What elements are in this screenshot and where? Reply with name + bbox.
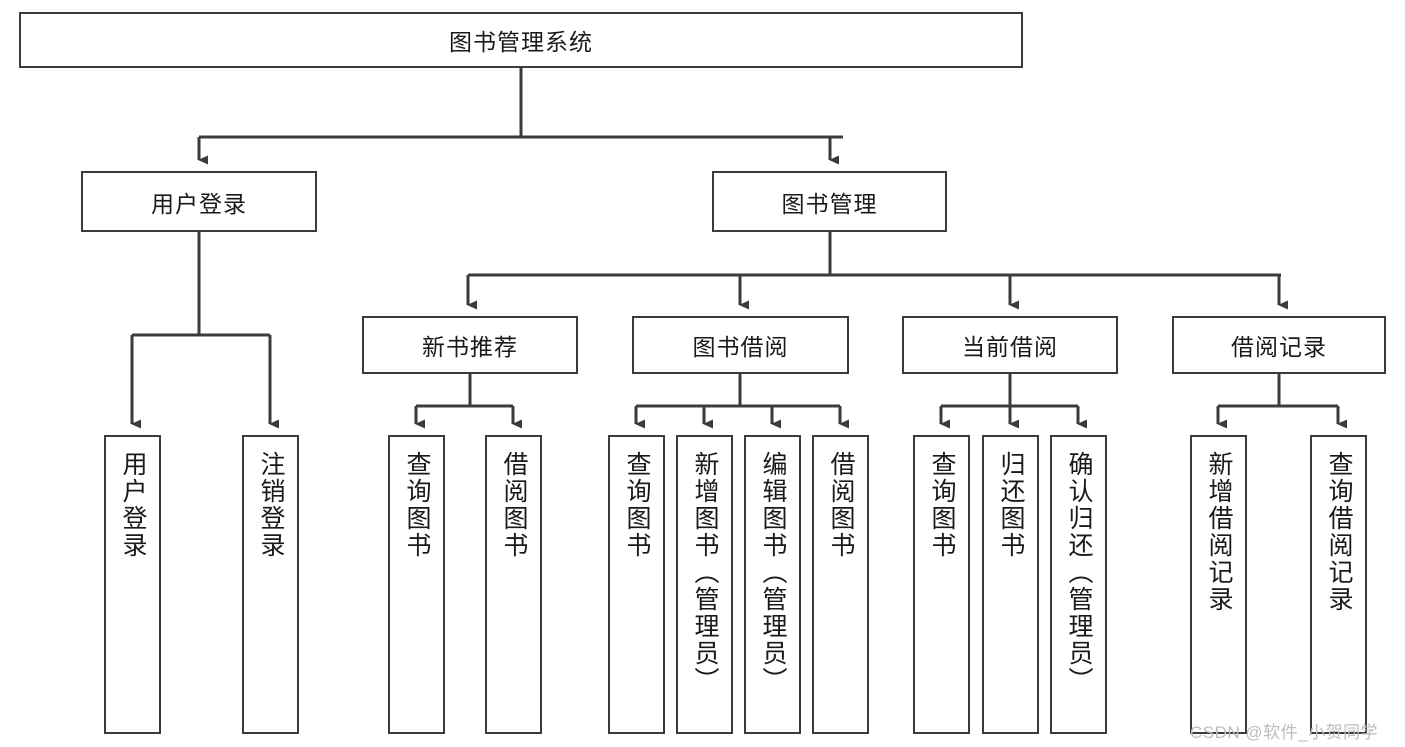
leaf-label: 借阅图书 (500, 451, 528, 559)
node-leaf-query-record[interactable]: 查询借阅记录 (1310, 435, 1367, 734)
leaf-label: 查询图书 (403, 451, 431, 559)
node-book-borrow[interactable]: 图书借阅 (632, 316, 849, 374)
leaf-label: 查询借阅记录 (1325, 451, 1353, 613)
leaf-label: 新增借阅记录 (1205, 451, 1233, 613)
leaf-label: 归还图书 (997, 451, 1025, 559)
leaf-label: 用户登录 (119, 451, 147, 559)
node-leaf-add-book[interactable]: 新增图书（管理员） (676, 435, 733, 734)
node-leaf-query-book-3[interactable]: 查询图书 (913, 435, 970, 734)
leaf-label: 注销登录 (257, 451, 285, 559)
node-root[interactable]: 图书管理系统 (19, 12, 1023, 68)
node-leaf-return-book[interactable]: 归还图书 (982, 435, 1039, 734)
node-user-login[interactable]: 用户登录 (81, 171, 317, 232)
node-book-manage[interactable]: 图书管理 (712, 171, 947, 232)
watermark-text: CSDN @软件_小贺同学 (1190, 723, 1379, 742)
node-leaf-query-book-1[interactable]: 查询图书 (388, 435, 445, 734)
node-leaf-borrow-book-2[interactable]: 借阅图书 (812, 435, 869, 734)
node-leaf-borrow-book-1[interactable]: 借阅图书 (485, 435, 542, 734)
node-current-borrow[interactable]: 当前借阅 (902, 316, 1118, 374)
node-leaf-user-logout[interactable]: 注销登录 (242, 435, 299, 734)
node-leaf-user-login[interactable]: 用户登录 (104, 435, 161, 734)
node-leaf-query-book-2[interactable]: 查询图书 (608, 435, 665, 734)
node-leaf-add-record[interactable]: 新增借阅记录 (1190, 435, 1247, 734)
node-leaf-confirm-return[interactable]: 确认归还（管理员） (1050, 435, 1107, 734)
node-new-book-recommend[interactable]: 新书推荐 (362, 316, 578, 374)
leaf-label: 查询图书 (623, 451, 651, 559)
leaf-label: 借阅图书 (827, 451, 855, 559)
leaf-label: 编辑图书（管理员） (759, 451, 787, 694)
node-leaf-edit-book[interactable]: 编辑图书（管理员） (744, 435, 801, 734)
leaf-label: 确认归还（管理员） (1065, 451, 1093, 694)
leaf-label: 新增图书（管理员） (691, 451, 719, 694)
node-borrow-record[interactable]: 借阅记录 (1172, 316, 1386, 374)
leaf-label: 查询图书 (928, 451, 956, 559)
